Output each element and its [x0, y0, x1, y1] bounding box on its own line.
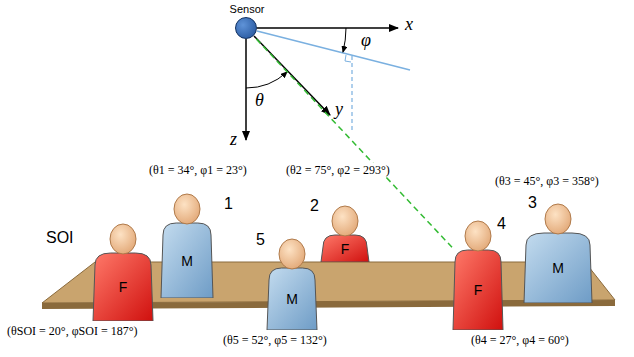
- callout-number: 5: [256, 232, 265, 248]
- angle-coordinates: (θ3 = 45°, φ3 = 358°): [494, 174, 600, 188]
- z-axis: [245, 39, 247, 140]
- gender-letter: F: [119, 280, 128, 294]
- axis-label: y: [334, 100, 344, 118]
- angle-coordinates: (θSOI = 20°, φSOI = 187°): [6, 324, 138, 338]
- person-node: 5M: [266, 238, 318, 330]
- person-node: 2F: [320, 205, 370, 262]
- gender-letter: F: [474, 283, 483, 297]
- person-body: [93, 253, 153, 321]
- person-body: [267, 268, 317, 330]
- theta-arc: [246, 72, 287, 88]
- person-body: [321, 235, 369, 262]
- person-node: 1M: [160, 193, 214, 298]
- person-figure: [160, 193, 214, 298]
- sight-line: [256, 39, 452, 247]
- person-body: [161, 223, 213, 298]
- person-figure: [92, 223, 154, 321]
- callout-number: 4: [497, 216, 506, 232]
- angle-label: θ: [254, 91, 265, 109]
- gender-letter: M: [286, 292, 298, 306]
- projection-drop: [351, 56, 352, 130]
- right-angle-mark: [345, 55, 351, 62]
- person-head: [465, 221, 491, 251]
- gender-letter: F: [341, 242, 350, 256]
- phi-arc: [343, 28, 346, 52]
- person-body: [453, 250, 503, 330]
- person-head: [332, 206, 358, 236]
- axis-label: z: [229, 130, 238, 148]
- sensor-label: Sensor: [230, 4, 265, 15]
- angle-coordinates: (θ1 = 34°, φ1 = 23°): [148, 163, 248, 177]
- person-figure: [452, 220, 504, 330]
- sensor-node: Sensor: [235, 17, 257, 39]
- person-head: [110, 224, 136, 254]
- axis-label: x: [404, 15, 414, 33]
- callout-number: 1: [224, 196, 233, 212]
- angle-coordinates: (θ2 = 75°, φ2 = 293°): [285, 163, 391, 177]
- angle-coordinates: (θ5 = 52°, φ5 = 132°): [222, 333, 328, 347]
- person-head: [545, 204, 571, 234]
- person-node: 4F: [452, 220, 504, 330]
- person-figure: [266, 238, 318, 330]
- person-node: 3M: [523, 203, 593, 303]
- gender-letter: M: [181, 254, 193, 268]
- person-body: [524, 233, 592, 303]
- person-figure: [523, 203, 593, 303]
- callout-number: 3: [528, 195, 537, 211]
- callout-number: SOI: [46, 230, 74, 246]
- gender-letter: M: [552, 261, 564, 275]
- person-head: [174, 194, 200, 224]
- x-axis: [257, 27, 398, 29]
- angle-coordinates: (θ4 = 27°, φ4 = 60°): [470, 333, 570, 347]
- callout-number: 2: [310, 198, 319, 214]
- angle-label: φ: [360, 31, 372, 49]
- person-head: [279, 239, 305, 269]
- person-node: SOIF: [92, 223, 154, 321]
